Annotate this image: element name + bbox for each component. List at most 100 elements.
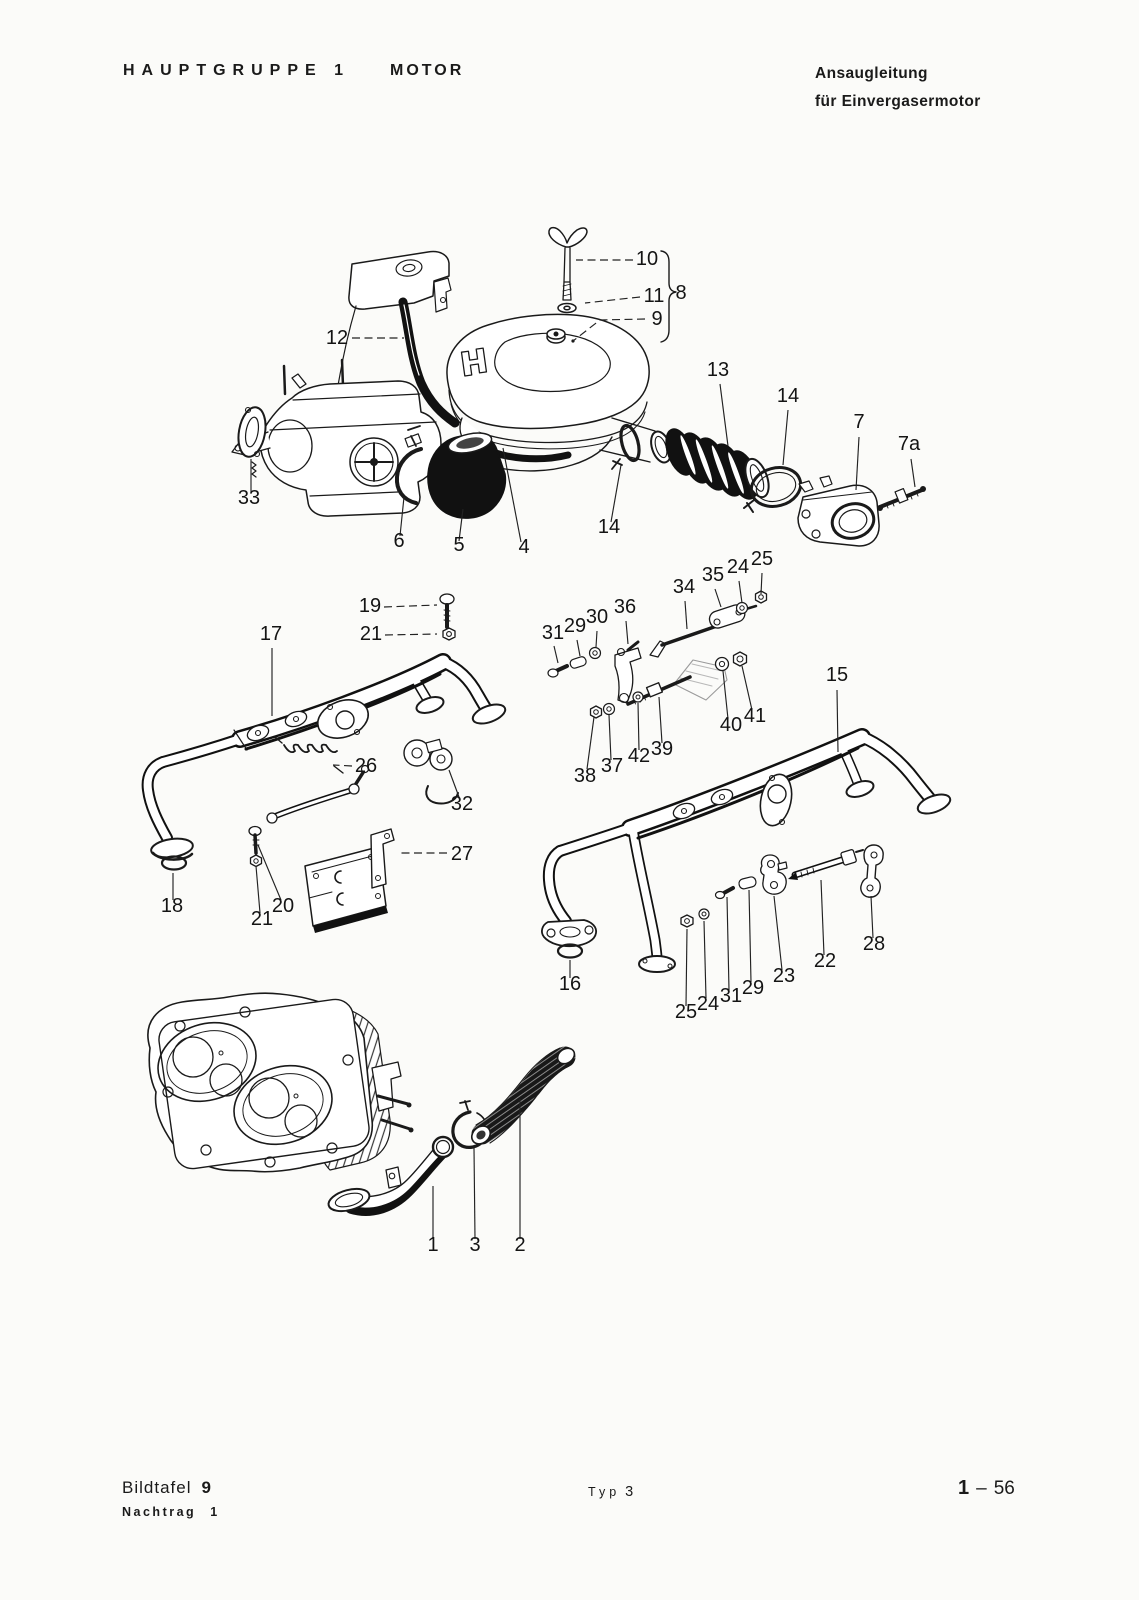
leader-line-24 bbox=[738, 580, 743, 604]
intake-manifold-right bbox=[541, 728, 952, 973]
leader-line-6 bbox=[399, 496, 405, 537]
leader-line-35 bbox=[714, 588, 722, 608]
part-label-37: 37 bbox=[601, 755, 623, 777]
part-label-6: 6 bbox=[393, 530, 404, 552]
part-label-25: 25 bbox=[751, 548, 773, 570]
leader-line-14 bbox=[610, 464, 622, 523]
footer-page-reference: 1–56 bbox=[958, 1477, 1015, 1500]
part-label-3: 3 bbox=[469, 1234, 480, 1256]
part-label-19: 19 bbox=[359, 595, 381, 617]
part-label-33: 33 bbox=[238, 487, 260, 509]
leader-line-39 bbox=[658, 696, 663, 744]
header-right: Ansaugleitung für Einvergasermotor bbox=[815, 60, 981, 116]
leader-line-32 bbox=[448, 769, 460, 798]
part-label-38: 38 bbox=[574, 765, 596, 787]
leader-line-23 bbox=[773, 895, 783, 971]
leader-line-41 bbox=[741, 665, 753, 711]
leader-line-5 bbox=[458, 508, 464, 542]
part-label-21: 21 bbox=[360, 623, 382, 645]
part-label-11: 11 bbox=[644, 285, 665, 307]
carburetor-gasket-33 bbox=[237, 406, 267, 458]
part-label-31: 31 bbox=[720, 985, 742, 1007]
part-label-35: 35 bbox=[702, 564, 724, 586]
snout-clamp-14 bbox=[611, 423, 641, 470]
plate-number: 9 bbox=[201, 1478, 211, 1497]
part-label-4: 4 bbox=[518, 536, 529, 558]
part-label-13: 13 bbox=[707, 359, 729, 381]
part-label-7: 7 bbox=[853, 411, 864, 433]
nut-21 bbox=[442, 627, 456, 641]
part-label-8: 8 bbox=[675, 282, 686, 304]
part-label-34: 34 bbox=[673, 576, 695, 598]
leader-line-19 bbox=[383, 604, 438, 608]
leader-line-26 bbox=[332, 764, 353, 767]
leader-line-29 bbox=[576, 639, 581, 657]
seal-ring-18 bbox=[160, 855, 188, 871]
model-label: Typ bbox=[588, 1485, 621, 1499]
page-separator: – bbox=[976, 1478, 987, 1499]
clamp-6 bbox=[394, 425, 423, 505]
throttle-rod-parts bbox=[680, 844, 884, 928]
leader-line-25 bbox=[760, 572, 763, 595]
part-label-20: 20 bbox=[272, 895, 294, 917]
leader-line-11 bbox=[584, 296, 641, 304]
diagram-subtitle-line2: für Einvergasermotor bbox=[815, 93, 981, 110]
part-32 bbox=[403, 738, 459, 805]
cylinder-head bbox=[147, 992, 414, 1173]
part-label-14: 14 bbox=[598, 516, 620, 538]
page-group: 1 bbox=[958, 1477, 970, 1499]
leader-line-34 bbox=[684, 600, 688, 630]
part-label-2: 2 bbox=[514, 1234, 525, 1256]
stud-7a bbox=[877, 486, 926, 511]
part-label-39: 39 bbox=[651, 738, 673, 760]
leader-line-36 bbox=[625, 620, 629, 645]
link-28 bbox=[860, 844, 884, 898]
diagram-subtitle-line1: Ansaugleitung bbox=[815, 65, 928, 82]
part-label-24: 24 bbox=[697, 993, 719, 1015]
return-spring-26 bbox=[274, 736, 344, 774]
part-label-32: 32 bbox=[451, 793, 473, 815]
leader-line-25 bbox=[685, 928, 688, 1007]
leader-line-40 bbox=[722, 670, 729, 720]
air-duct-7 bbox=[797, 475, 880, 547]
part-label-31: 31 bbox=[542, 622, 564, 644]
leader-line-38 bbox=[586, 716, 595, 770]
part-label-17: 17 bbox=[260, 623, 282, 645]
main-group-title: HAUPTGRUPPE 1 bbox=[123, 62, 351, 79]
part-label-1: 1 bbox=[427, 1234, 438, 1256]
choke-rod bbox=[336, 305, 357, 393]
group-8-brace bbox=[660, 250, 677, 343]
part-label-30: 30 bbox=[586, 606, 608, 628]
leader-line-21 bbox=[255, 865, 261, 914]
linkage-parts bbox=[547, 590, 768, 719]
leader-line-4 bbox=[502, 447, 522, 543]
part-label-42: 42 bbox=[628, 745, 650, 767]
part-label-16: 16 bbox=[559, 973, 581, 995]
leader-line-42 bbox=[637, 702, 640, 751]
part-label-5: 5 bbox=[453, 534, 464, 556]
section-title: MOTOR bbox=[390, 62, 465, 79]
linkage-lever bbox=[266, 764, 370, 824]
part-label-28: 28 bbox=[863, 933, 885, 955]
part-label-18: 18 bbox=[161, 895, 183, 917]
support-bracket bbox=[304, 846, 388, 933]
part-label-12: 12 bbox=[326, 327, 348, 349]
wing-bolt bbox=[548, 226, 588, 301]
footer-model: Typ 3 bbox=[588, 1484, 633, 1500]
model-number: 3 bbox=[625, 1484, 634, 1500]
supplement-label: Nachtrag bbox=[122, 1505, 197, 1519]
part-label-27: 27 bbox=[451, 843, 473, 865]
washer-11 bbox=[557, 302, 577, 314]
part-label-29: 29 bbox=[564, 615, 586, 637]
intake-pipe-1 bbox=[327, 1135, 455, 1216]
leader-line-3 bbox=[473, 1147, 476, 1240]
seal-ring-16 bbox=[556, 943, 584, 959]
leader-line-7a bbox=[910, 458, 916, 488]
part-label-21: 21 bbox=[251, 908, 273, 930]
leader-line-24 bbox=[703, 920, 707, 999]
leader-line-14 bbox=[782, 409, 789, 466]
